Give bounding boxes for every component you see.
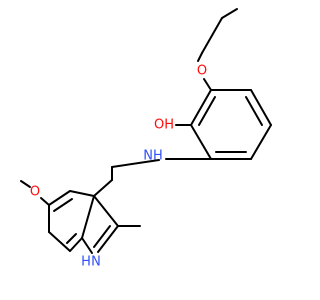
indole-c2-n-inner [93,225,111,248]
molecule-structure: O OH NH O N H [20,8,272,270]
bond-ethyl-terminal [221,8,238,19]
indole-c2-n [97,225,119,253]
ether-oxygen-label: O [197,64,207,79]
indole-c3a-c4 [69,190,95,197]
bond-ring-o [40,197,50,206]
bond-o-methyl [20,180,31,188]
indole-nitrogen-label: N [91,255,101,270]
amine-linker [93,158,212,197]
ring-bond-6 [190,89,212,126]
indole-c4-c5-inner [53,198,73,212]
ring-bond-3 [250,124,272,160]
phenol-ring [175,78,272,160]
bond-n-ch2 [111,159,160,168]
indole-hydrogen-label: H [81,255,91,270]
structure-canvas: O OH NH O N H [20,8,272,270]
indole-c7-c7a-inner [66,233,77,244]
ethoxy-group [197,8,238,62]
methoxy-group [20,180,50,206]
bond-ethyl-ch2 [201,17,223,54]
ring-bond-2 [250,89,272,126]
indole-c6-c7 [48,231,71,252]
indole-c4-c5 [48,190,71,206]
amine-label: NH [143,149,163,164]
indole-system [48,190,141,254]
hydroxyl-label: OH [154,118,174,133]
bond-ch2-indole [93,179,113,197]
indole-c7-c7a [69,237,83,252]
bond-ch2-o [197,52,203,62]
indole-c7a-c3a [81,195,95,239]
ring-bond-6-inner [198,96,216,126]
methoxy-oxygen-label: O [30,185,40,200]
bond-o-ring [203,78,212,91]
ring-bond-2-inner [245,96,263,126]
ring-bond-5 [190,124,212,160]
indole-n-c7a [81,237,93,254]
indole-c3-c2 [93,195,119,227]
